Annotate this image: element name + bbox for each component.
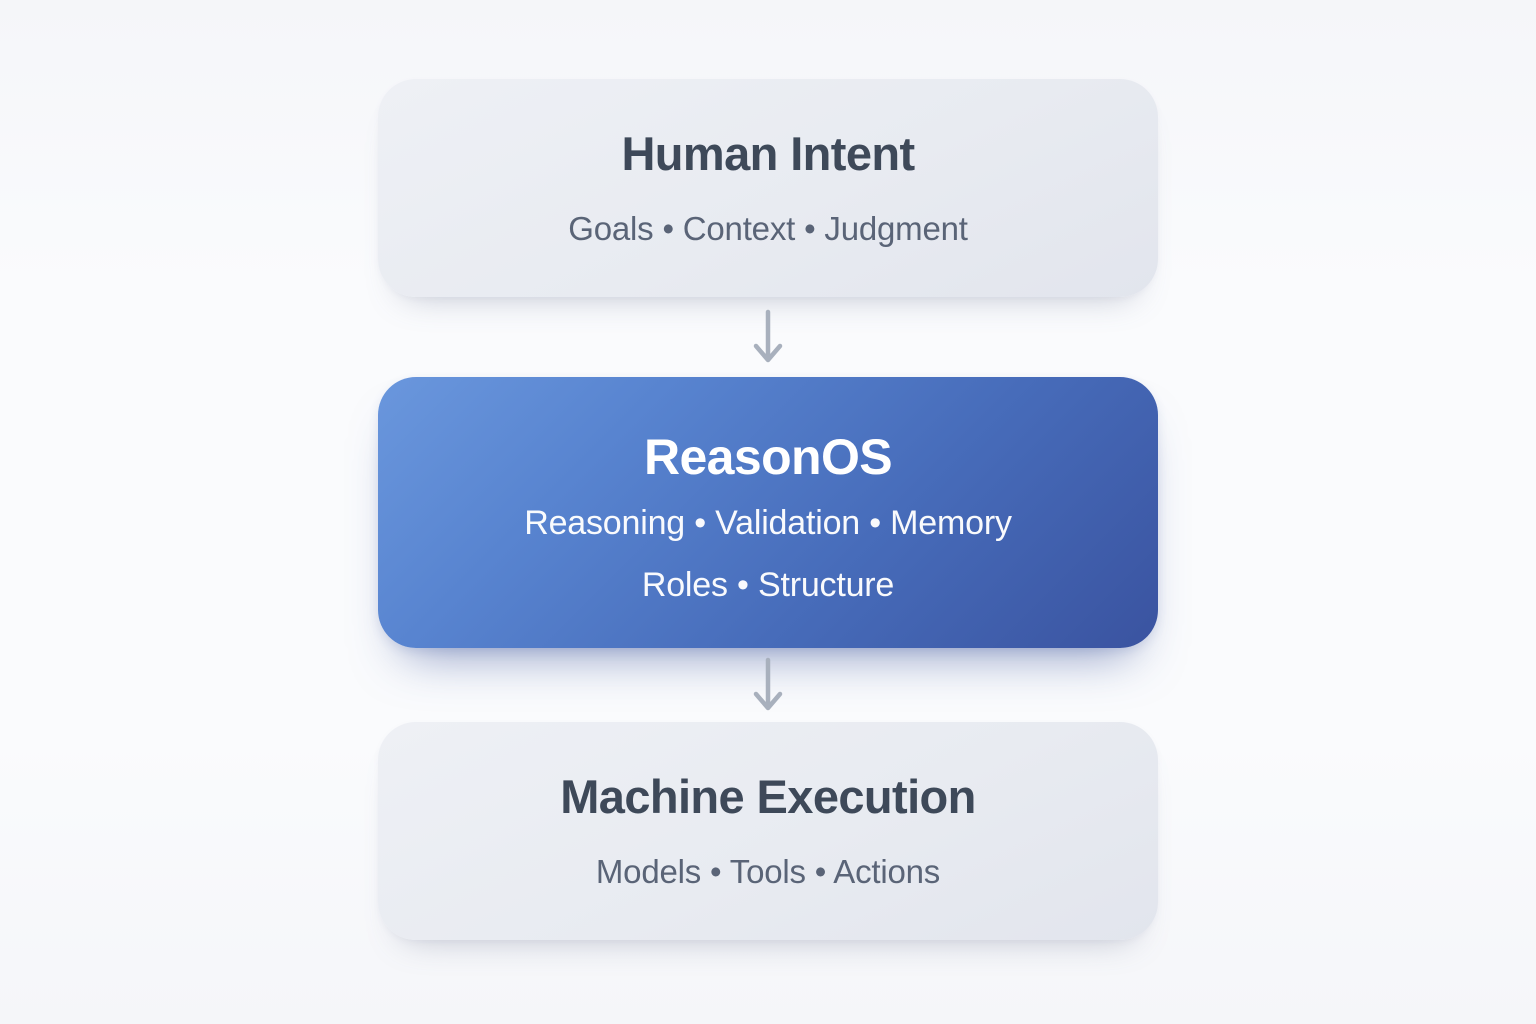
connector-reasonos-to-machine-execution	[751, 648, 785, 722]
node-human-intent: Human Intent Goals • Context • Judgment	[378, 79, 1158, 297]
node-subtitle: Goals • Context • Judgment	[568, 210, 968, 247]
node-title: Human Intent	[621, 127, 915, 180]
arrow-down-icon	[753, 309, 783, 363]
node-title: ReasonOS	[643, 429, 893, 485]
arrow-down-icon	[753, 657, 783, 711]
node-title: Machine Execution	[560, 770, 976, 823]
node-subtitle: Reasoning • Validation • Memory	[524, 504, 1012, 542]
node-reasonos: ReasonOS Reasoning • Validation • Memory…	[378, 377, 1158, 648]
node-subtitle: Roles • Structure	[641, 566, 895, 604]
node-machine-execution: Machine Execution Models • Tools • Actio…	[378, 722, 1158, 940]
connector-human-intent-to-reasonos	[751, 297, 785, 377]
node-subtitle: Models • Tools • Actions	[595, 853, 941, 890]
